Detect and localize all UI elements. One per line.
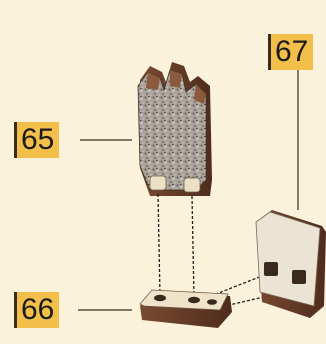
part-label-65: 65 — [14, 122, 60, 158]
slot-hole — [264, 262, 278, 276]
part-label-66: 66 — [14, 292, 60, 328]
peg-hole — [188, 296, 200, 304]
part-67-wall-panel — [255, 210, 326, 318]
slot-hole — [292, 270, 306, 284]
part-66-base-tile — [139, 289, 232, 328]
part-label-67: 67 — [268, 34, 314, 70]
peg-hole — [154, 294, 166, 302]
peg-hole — [207, 299, 217, 305]
part-65-rock-pillar — [137, 62, 212, 196]
